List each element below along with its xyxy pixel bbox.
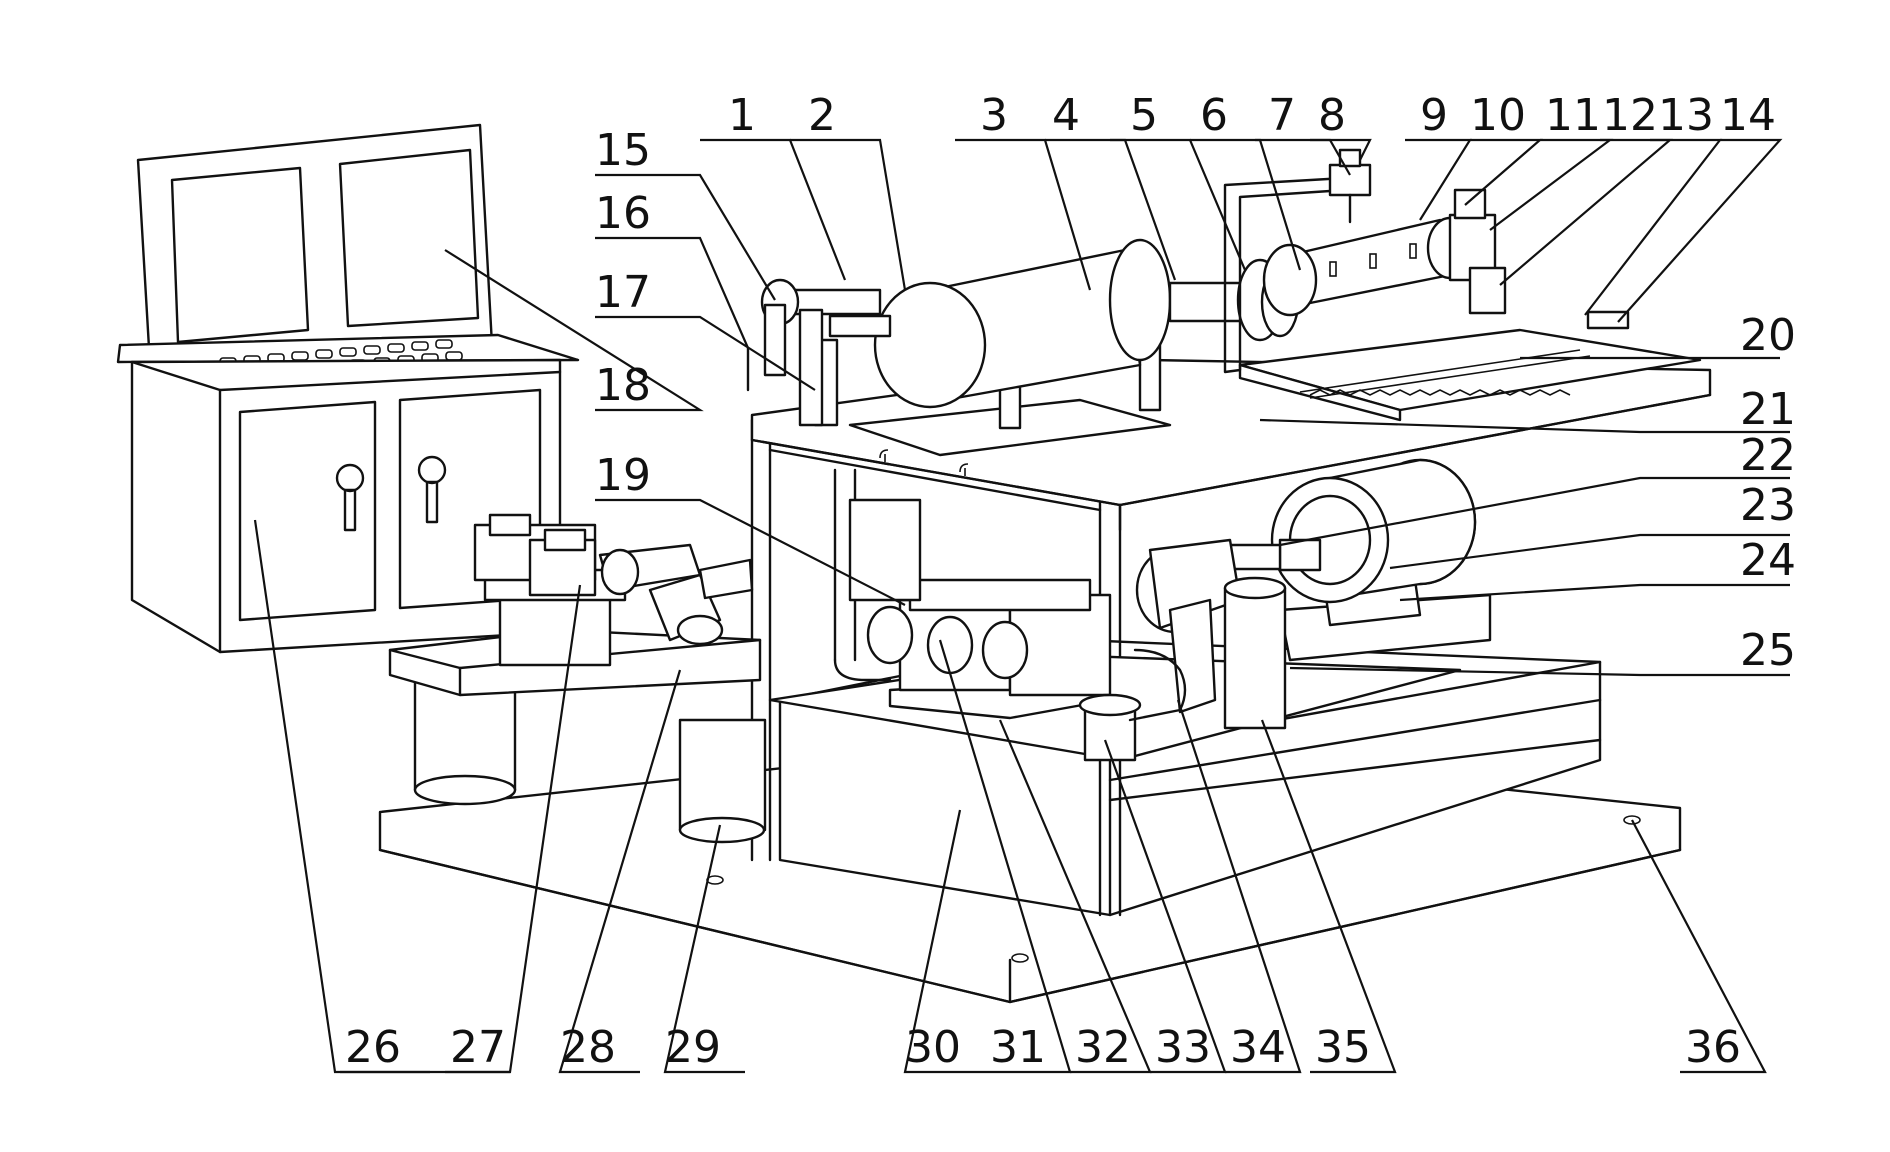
label-12: 12 xyxy=(1602,90,1658,141)
label-3: 3 xyxy=(980,90,1008,141)
label-34: 34 xyxy=(1230,1022,1286,1073)
label-36: 36 xyxy=(1685,1022,1741,1073)
label-17: 17 xyxy=(595,267,651,318)
label-30: 30 xyxy=(905,1022,961,1073)
label-22: 22 xyxy=(1740,430,1796,481)
label-11: 11 xyxy=(1545,90,1601,141)
label-26: 26 xyxy=(345,1022,401,1073)
label-33: 33 xyxy=(1155,1022,1211,1073)
label-7: 7 xyxy=(1268,90,1296,141)
label-21: 21 xyxy=(1740,384,1796,435)
label-27: 27 xyxy=(450,1022,506,1073)
label-8: 8 xyxy=(1318,90,1346,141)
label-29: 29 xyxy=(665,1022,721,1073)
label-23: 23 xyxy=(1740,480,1796,531)
valve-manifold xyxy=(835,470,1110,718)
label-10: 10 xyxy=(1470,90,1526,141)
label-24: 24 xyxy=(1740,535,1796,586)
label-15: 15 xyxy=(595,125,651,176)
label-19: 19 xyxy=(595,450,651,501)
label-35: 35 xyxy=(1315,1022,1371,1073)
label-18: 18 xyxy=(595,360,651,411)
label-13: 13 xyxy=(1658,90,1714,141)
label-32: 32 xyxy=(1075,1022,1131,1073)
label-9: 9 xyxy=(1420,90,1448,141)
label-14: 14 xyxy=(1720,90,1776,141)
label-2: 2 xyxy=(808,90,836,141)
label-6: 6 xyxy=(1200,90,1228,141)
label-1: 1 xyxy=(728,90,756,141)
label-25: 25 xyxy=(1740,625,1796,676)
label-28: 28 xyxy=(560,1022,616,1073)
label-5: 5 xyxy=(1130,90,1158,141)
label-4: 4 xyxy=(1052,90,1080,141)
label-16: 16 xyxy=(595,188,651,239)
label-20: 20 xyxy=(1740,310,1796,361)
label-31: 31 xyxy=(990,1022,1046,1073)
